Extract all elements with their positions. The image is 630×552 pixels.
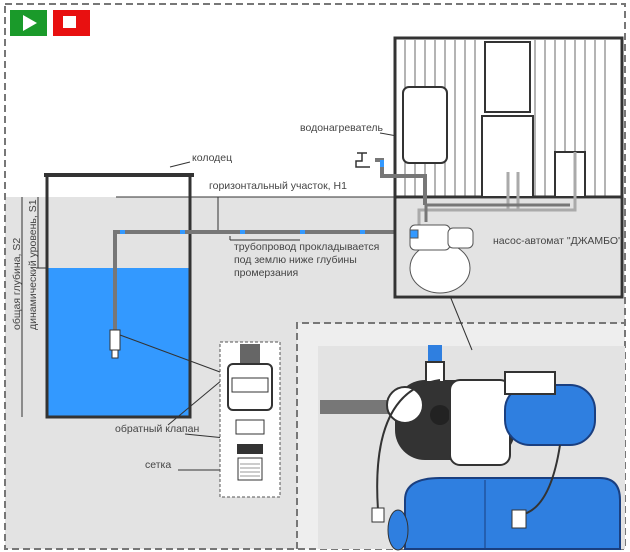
pump-small <box>409 224 474 294</box>
check-valve-detail <box>219 341 281 498</box>
pump-large <box>320 345 621 551</box>
plug-icon <box>511 509 527 529</box>
label-mesh: сетка <box>145 459 171 471</box>
suction-pipe <box>113 230 420 330</box>
zoom-panel-frame <box>296 322 625 549</box>
tap-icon <box>355 152 370 168</box>
water-heater <box>355 86 448 205</box>
label-dynamic-level: динамический уровень, S1 <box>27 199 39 330</box>
stop-button[interactable] <box>53 10 90 36</box>
label-check-valve: обратный клапан <box>115 423 199 435</box>
label-horizontal: горизонтальный участок, H1 <box>209 180 347 192</box>
label-well: колодец <box>192 152 232 164</box>
label-pipe-2: под землю ниже глубины <box>234 254 357 266</box>
label-pump: насос-автомат "ДЖАМБО" <box>493 235 622 247</box>
label-pipe-3: промерзания <box>234 267 298 279</box>
pipe-joints <box>120 230 365 234</box>
check-valve-small <box>109 329 121 359</box>
label-heater: водонагреватель <box>300 122 384 134</box>
outer-frame <box>4 3 626 550</box>
label-total-depth: общая глубина, S2 <box>11 238 23 330</box>
play-button[interactable] <box>10 10 47 36</box>
label-pipe-1: трубопровод прокладывается <box>234 241 379 253</box>
